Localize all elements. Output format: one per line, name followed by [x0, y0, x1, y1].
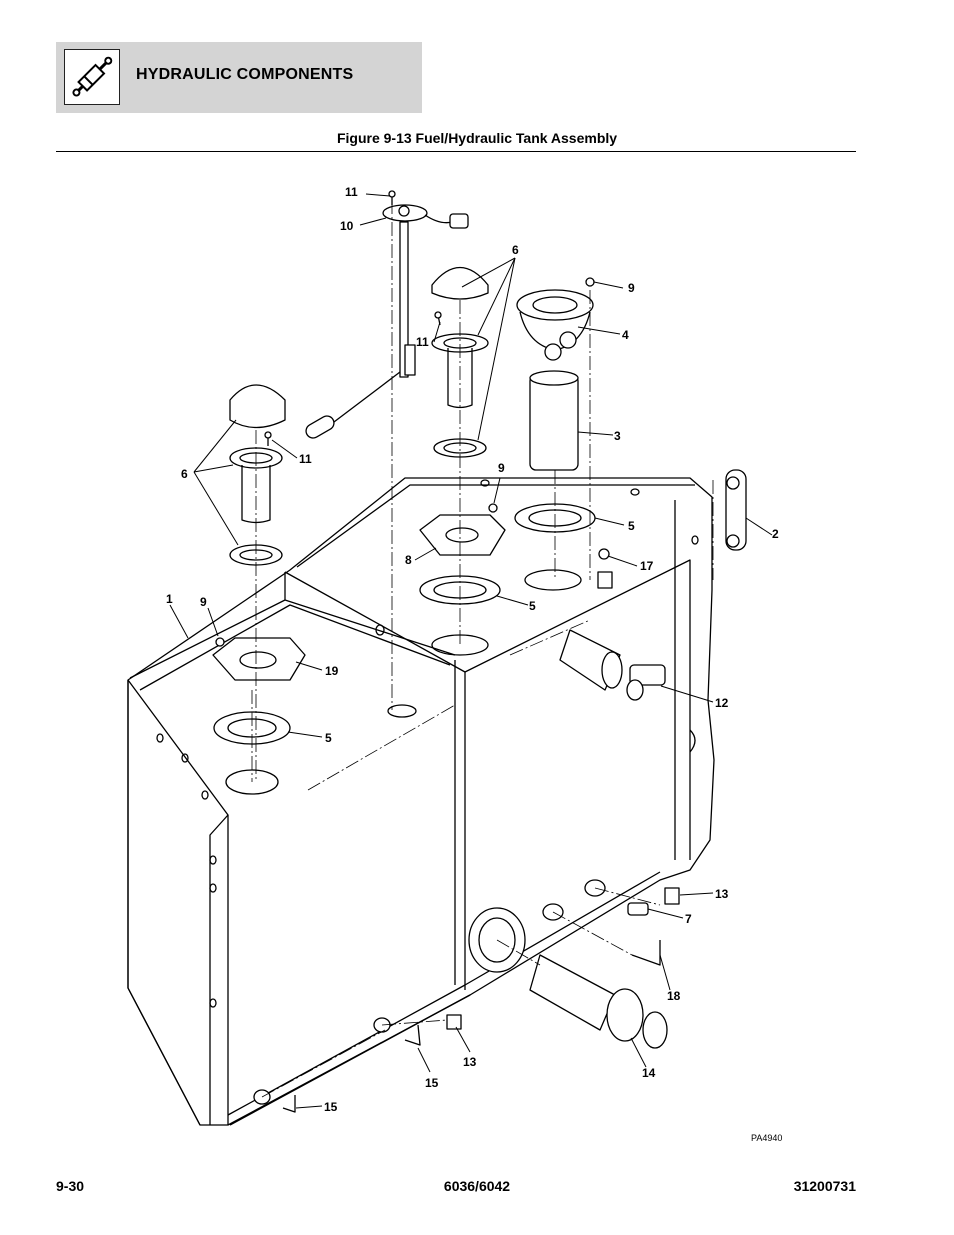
hydraulic-cylinder-icon	[64, 49, 120, 105]
callout-9: 9	[498, 461, 505, 475]
page-number: 9-30	[56, 1178, 85, 1194]
callout-6: 6	[512, 243, 519, 257]
callout-14: 14	[642, 1066, 656, 1080]
callout-3: 3	[614, 429, 621, 443]
callout-9: 9	[628, 281, 635, 295]
art-code: PA4940	[751, 1133, 782, 1143]
callout-8: 8	[405, 553, 412, 567]
callout-15: 15	[425, 1076, 439, 1090]
callout-11: 11	[345, 185, 358, 199]
callout-19: 19	[325, 664, 339, 678]
figure-title: Figure 9-13 Fuel/Hydraulic Tank Assembly	[336, 130, 618, 146]
callout-2: 2	[772, 527, 779, 541]
section-title: HYDRAULIC COMPONENTS	[136, 66, 354, 83]
callout-11: 11	[416, 335, 429, 349]
title-divider	[56, 151, 856, 152]
callout-5: 5	[325, 731, 332, 745]
callout-1: 1	[166, 592, 173, 606]
callout-11: 11	[299, 452, 312, 466]
document-number: 31200731	[793, 1178, 856, 1194]
callout-13: 13	[463, 1055, 477, 1069]
callout-12: 12	[715, 696, 729, 710]
callout-13: 13	[715, 887, 729, 901]
callout-17: 17	[640, 559, 654, 573]
callout-18: 18	[667, 989, 681, 1003]
callout-9: 9	[200, 595, 207, 609]
model-number: 6036/6042	[443, 1178, 511, 1194]
callout-5: 5	[529, 599, 536, 613]
callout-5: 5	[628, 519, 635, 533]
callout-6: 6	[181, 467, 188, 481]
callout-10: 10	[340, 219, 354, 233]
callout-4: 4	[622, 328, 629, 342]
callout-15: 15	[324, 1100, 338, 1114]
callout-7: 7	[685, 912, 692, 926]
